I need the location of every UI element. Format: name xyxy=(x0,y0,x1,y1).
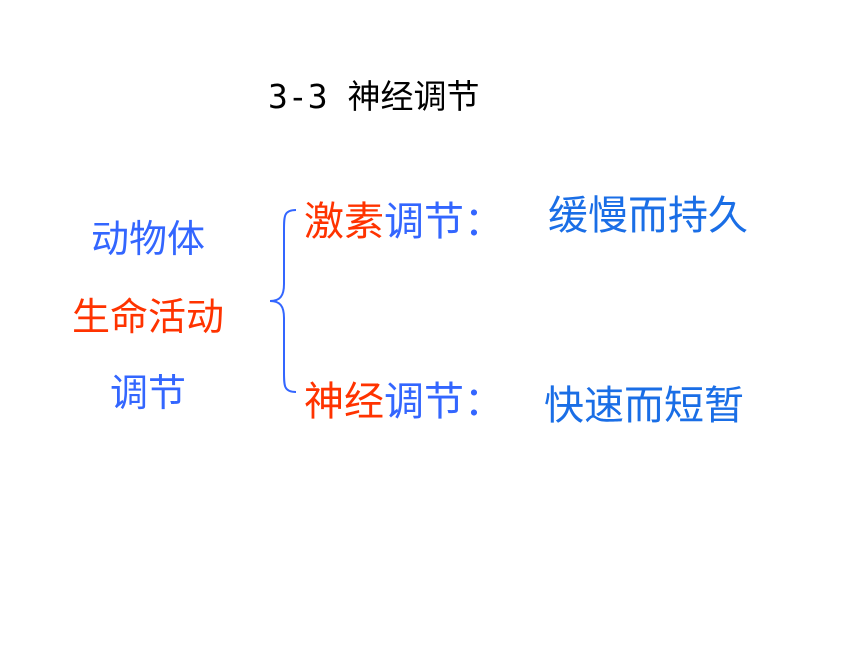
branch-nerve-description: 快速而短暂 xyxy=(544,383,744,429)
branch-nerve: 神经调节： xyxy=(304,382,504,422)
curly-brace xyxy=(269,209,297,393)
branch-hormone-prefix: 激素 xyxy=(304,199,384,245)
branch-nerve-prefix: 神经 xyxy=(304,379,384,425)
left-label-life-activity: 生命活动 xyxy=(71,295,224,339)
left-label-animal: 动物体 xyxy=(90,217,205,261)
branch-hormone-description: 缓慢而持久 xyxy=(548,193,748,239)
left-label-regulation: 调节 xyxy=(109,371,186,415)
slide-title: 3-3 神经调节 xyxy=(268,77,480,116)
branch-nerve-suffix: 调节： xyxy=(384,379,504,425)
branch-hormone-suffix: 调节： xyxy=(384,199,504,245)
branch-hormone: 激素调节： xyxy=(304,202,504,242)
